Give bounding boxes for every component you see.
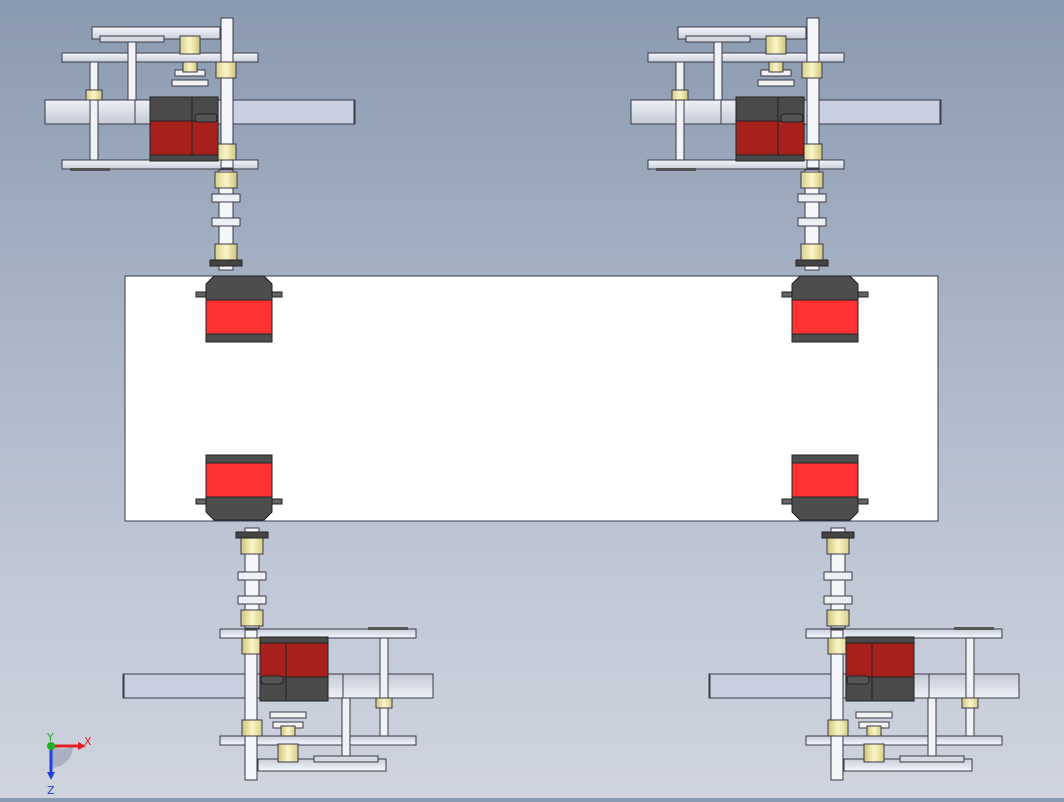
- coordinate-triad: X Y Z: [46, 731, 92, 797]
- x-axis-label: X: [84, 735, 92, 748]
- leg-rear-left[interactable]: [122, 527, 434, 781]
- servo-rear-left[interactable]: [195, 454, 283, 521]
- leg-front-left[interactable]: [44, 17, 356, 271]
- servo-front-left[interactable]: [195, 275, 283, 343]
- y-axis-dot: [47, 742, 55, 750]
- z-axis-head: [47, 772, 55, 780]
- servo-front-right[interactable]: [781, 275, 869, 343]
- leg-rear-right[interactable]: [708, 527, 1020, 781]
- triad-plane-indicator: [51, 746, 73, 768]
- x-axis-head: [78, 742, 86, 750]
- leg-front-right[interactable]: [630, 17, 942, 271]
- z-axis-label: Z: [47, 784, 55, 797]
- y-axis-label: Y: [46, 731, 54, 744]
- servo-rear-right[interactable]: [781, 454, 869, 521]
